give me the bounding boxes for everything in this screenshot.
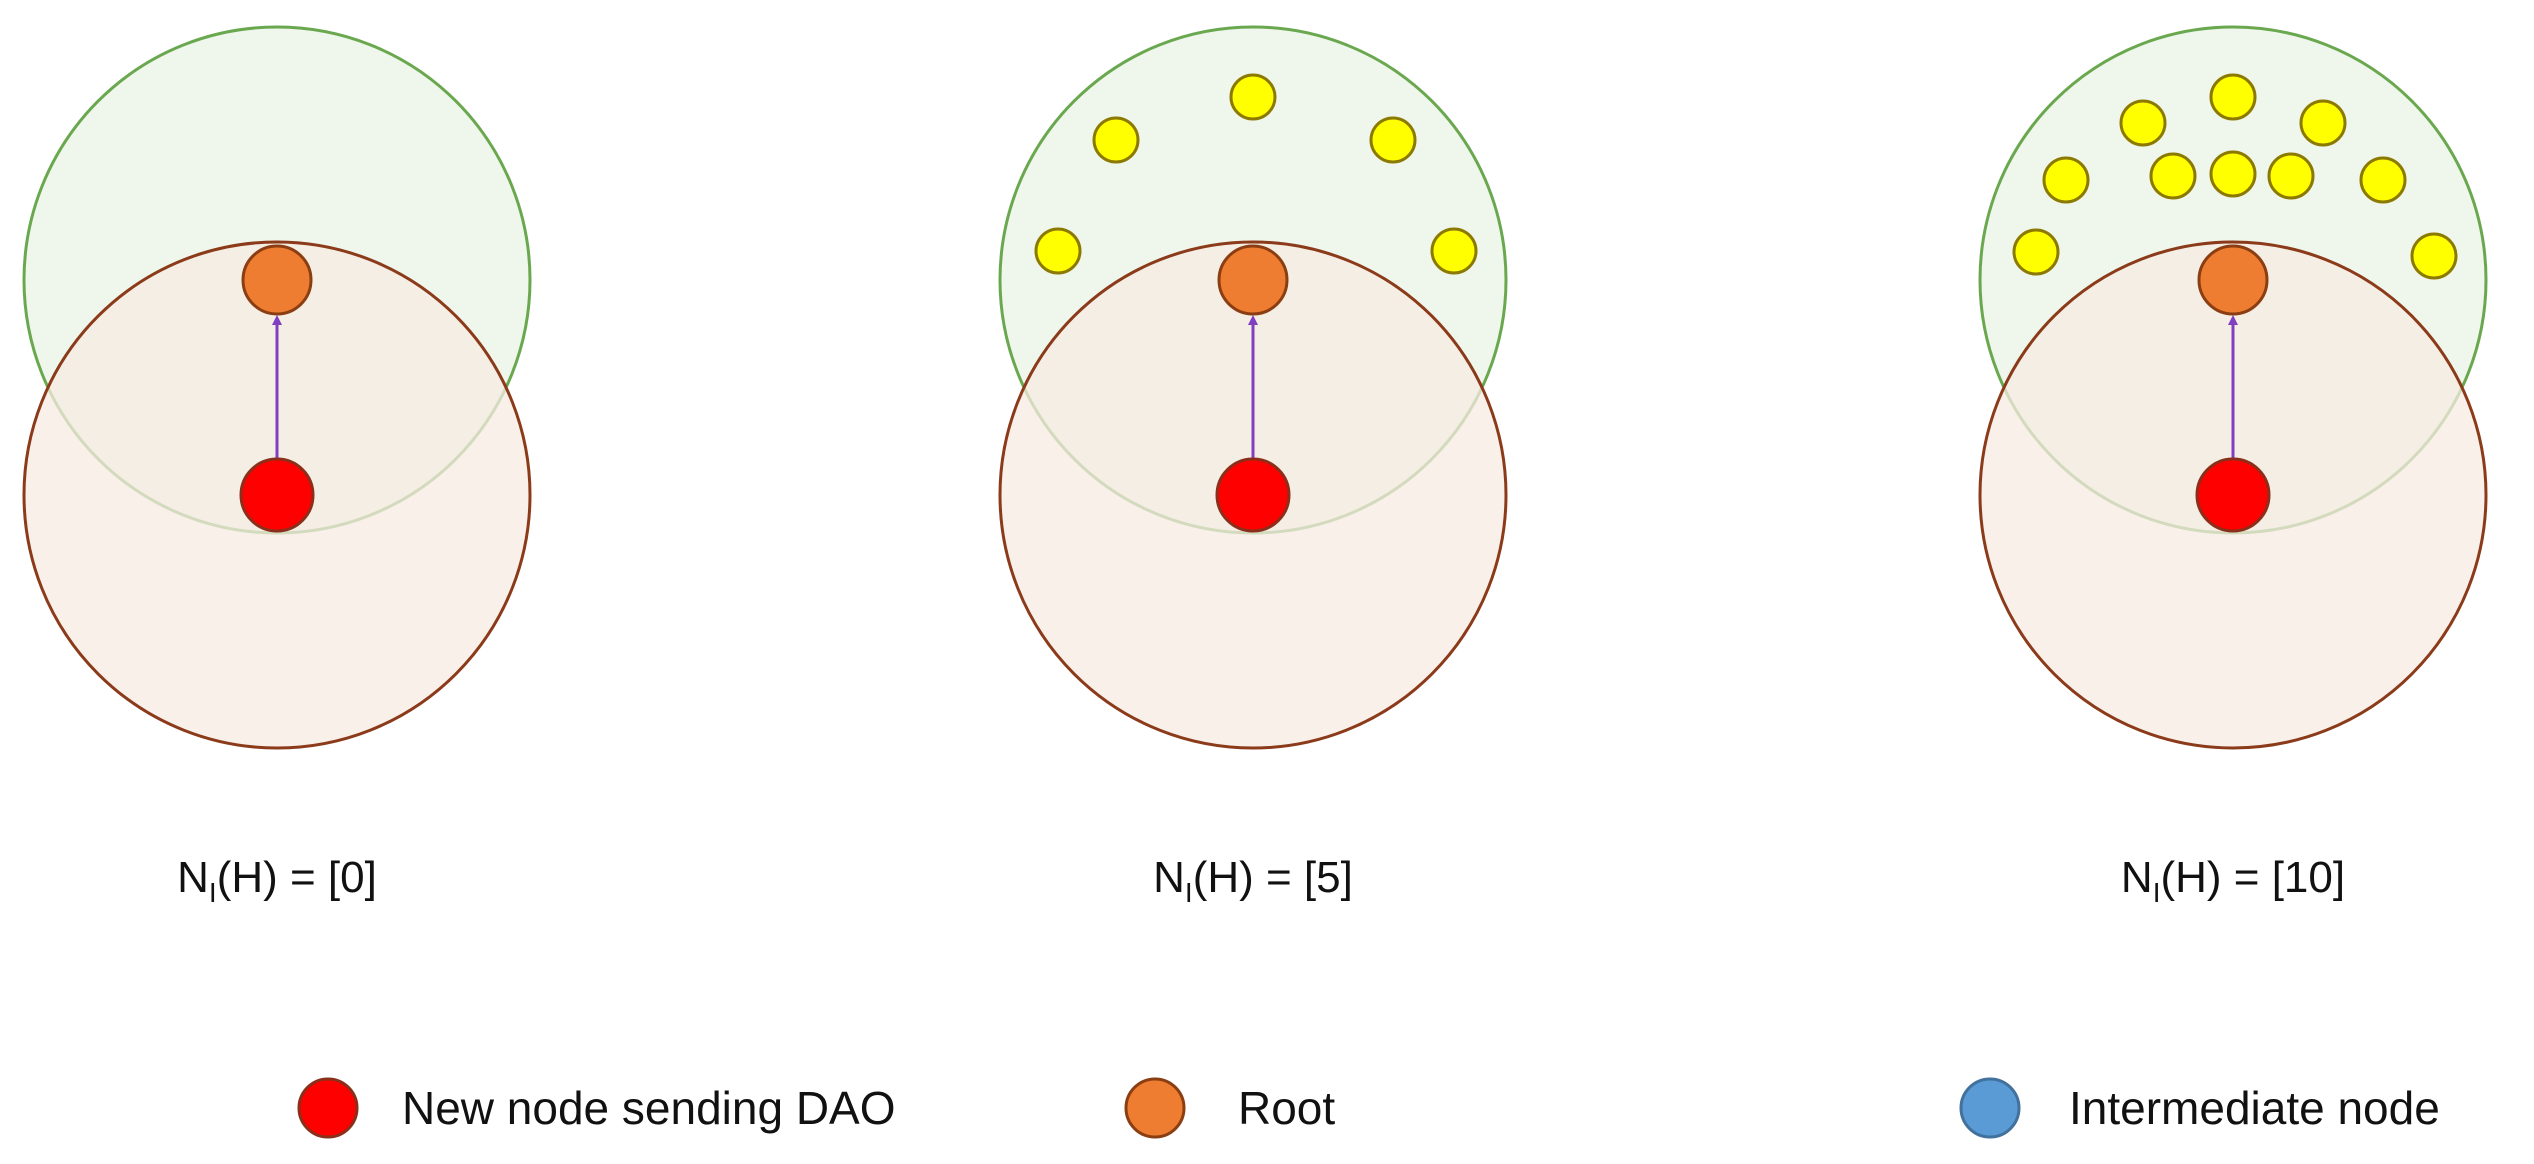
neighbor-node: [2209, 73, 2257, 121]
legend-item-new-node: New node sending DAO: [297, 1077, 896, 1139]
panel-label: NI(H) = [0]: [177, 853, 377, 908]
panel-1: NI(H) = [0]: [22, 25, 532, 908]
neighbor-node: [2267, 152, 2315, 200]
root-node: [2197, 244, 2269, 316]
root-node: [241, 244, 313, 316]
new-node: [2195, 457, 2271, 533]
panel-label: NI(H) = [10]: [2121, 853, 2345, 908]
panel-label-rest: (H) = [5]: [1193, 853, 1353, 902]
new-node: [1215, 457, 1291, 533]
root-node: [1217, 244, 1289, 316]
legend-swatch-root: [1124, 1077, 1186, 1139]
panel-label-rest: (H) = [0]: [217, 853, 377, 902]
new-node: [239, 457, 315, 533]
neighbor-node: [2012, 228, 2060, 276]
neighbor-node: [1229, 73, 1277, 121]
panel-label-subscript: I: [2153, 877, 2161, 908]
neighbor-node: [2209, 150, 2257, 198]
panel-label-main: N: [2121, 853, 2153, 902]
panel-label: NI(H) = [5]: [1153, 853, 1353, 908]
legend-item-intermediate: Intermediate node: [1959, 1077, 2440, 1139]
neighbor-node: [2410, 232, 2458, 280]
intermediate-nodes: [1034, 73, 1478, 275]
panel-label-main: N: [1153, 853, 1185, 902]
legend-swatch-intermediate: [1959, 1077, 2021, 1139]
neighbor-node: [2149, 152, 2197, 200]
legend-label-intermediate: Intermediate node: [2069, 1082, 2440, 1134]
neighbor-node: [2042, 156, 2090, 204]
neighbor-node: [2119, 99, 2167, 147]
legend-label-new-node: New node sending DAO: [402, 1082, 896, 1134]
panel-3: NI(H) = [10]: [1978, 25, 2488, 908]
panel-label-rest: (H) = [10]: [2160, 853, 2345, 902]
neighbor-node: [2299, 99, 2347, 147]
legend: New node sending DAO Root Intermediate n…: [297, 1077, 2440, 1139]
panel-label-subscript: I: [1185, 877, 1193, 908]
intermediate-nodes: [2012, 73, 2458, 280]
panel-label-subscript: I: [209, 877, 217, 908]
neighbor-node: [2359, 156, 2407, 204]
legend-label-root: Root: [1238, 1082, 1335, 1134]
neighbor-node: [1430, 227, 1478, 275]
panel-2: NI(H) = [5]: [998, 25, 1508, 908]
panel-label-main: N: [177, 853, 209, 902]
neighbor-node: [1034, 227, 1082, 275]
legend-swatch-new-node: [297, 1077, 359, 1139]
legend-item-root: Root: [1124, 1077, 1335, 1139]
neighbor-node: [1092, 116, 1140, 164]
neighbor-node: [1369, 116, 1417, 164]
